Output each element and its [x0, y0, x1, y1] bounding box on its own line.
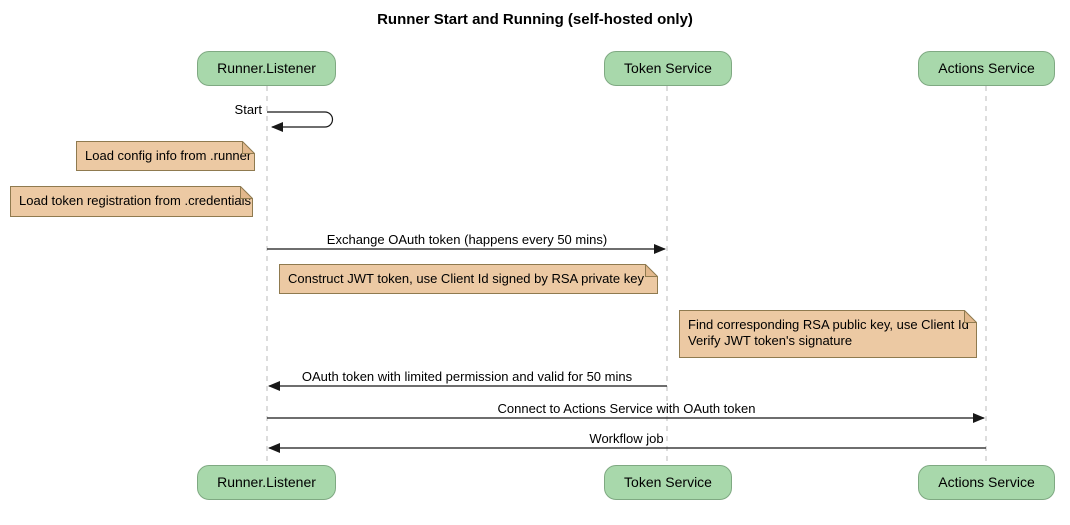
note-fold-icon — [645, 264, 658, 277]
participant-token-service-bottom: Token Service — [604, 465, 732, 500]
note-find-rsa-line2: Verify JWT token's signature — [688, 333, 853, 348]
participant-runner-listener-top: Runner.Listener — [197, 51, 336, 86]
note-find-rsa-public-key: Find corresponding RSA public key, use C… — [679, 310, 977, 358]
note-load-token-text: Load token registration from .credential… — [19, 193, 251, 208]
participant-actions-service-bottom: Actions Service — [918, 465, 1055, 500]
message-label-connect-actions: Connect to Actions Service with OAuth to… — [497, 401, 756, 416]
note-load-config: Load config info from .runner — [76, 141, 255, 171]
diagram-title: Runner Start and Running (self-hosted on… — [377, 11, 693, 28]
message-label-workflow-job: Workflow job — [589, 431, 664, 446]
note-construct-jwt-text: Construct JWT token, use Client Id signe… — [288, 271, 644, 286]
note-load-config-text: Load config info from .runner — [85, 148, 252, 163]
note-construct-jwt: Construct JWT token, use Client Id signe… — [279, 264, 658, 294]
message-label-start: Start — [234, 102, 262, 117]
arrow-start-self-message — [267, 111, 334, 132]
note-find-rsa-line1: Find corresponding RSA public key, use C… — [688, 317, 969, 332]
note-fold-icon — [964, 310, 977, 323]
note-fold-icon — [240, 186, 253, 199]
participant-runner-listener-bottom: Runner.Listener — [197, 465, 336, 500]
participant-token-service-top: Token Service — [604, 51, 732, 86]
message-label-oauth-return: OAuth token with limited permission and … — [301, 369, 633, 384]
note-load-token-registration: Load token registration from .credential… — [10, 186, 253, 217]
participant-actions-service-top: Actions Service — [918, 51, 1055, 86]
message-label-exchange-oauth: Exchange OAuth token (happens every 50 m… — [326, 232, 608, 247]
note-fold-icon — [242, 141, 255, 154]
